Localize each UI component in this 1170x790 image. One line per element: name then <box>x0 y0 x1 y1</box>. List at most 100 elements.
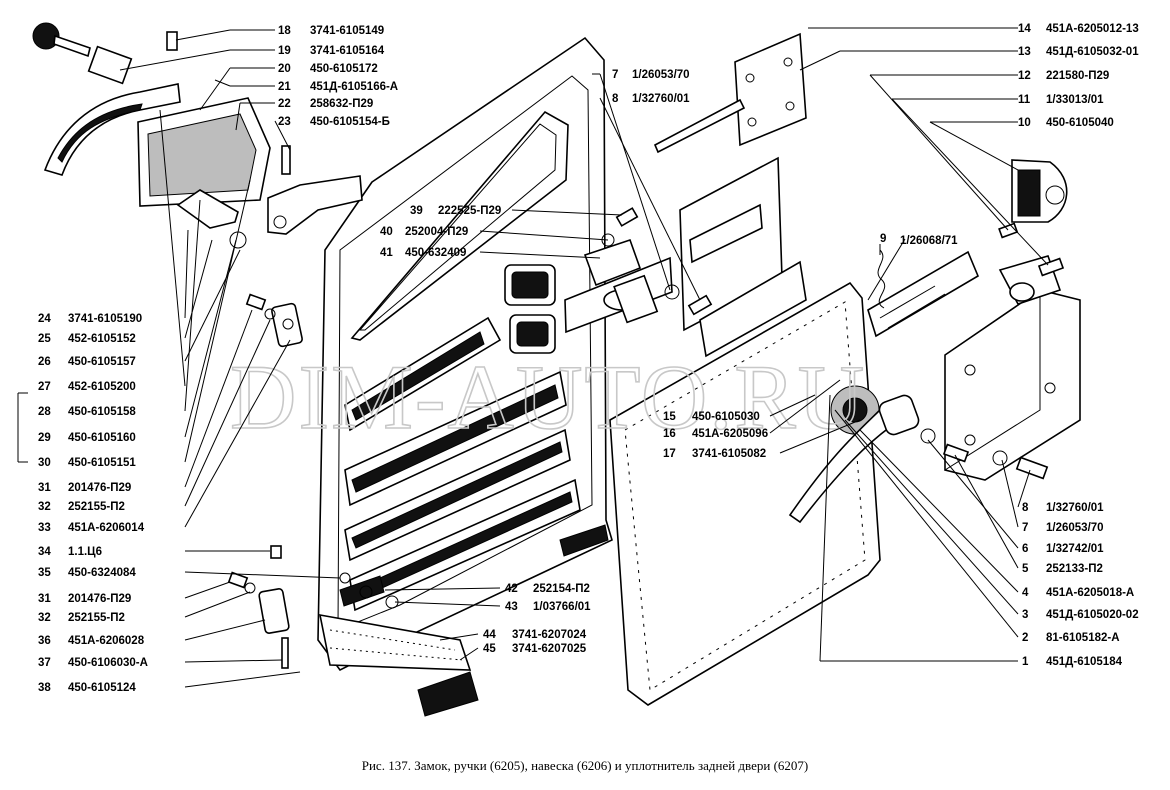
callout-number: 20 <box>278 63 291 75</box>
callout-part-code: 451Д-6105166-А <box>310 81 398 93</box>
callout-number: 6 <box>1022 543 1028 555</box>
callout-part-code: 451А-6206014 <box>68 522 145 534</box>
callout-part-code: 81-6105182-А <box>1046 632 1120 644</box>
callout-number: 32 <box>38 612 51 624</box>
callout-number: 35 <box>38 567 51 579</box>
callout-number: 37 <box>38 657 51 669</box>
callout-part-code: 201476-П29 <box>68 593 131 605</box>
callout-number: 8 <box>1022 502 1029 514</box>
callout-number: 29 <box>38 432 51 444</box>
outer-handle-assembly <box>32 22 271 249</box>
callout-number: 18 <box>278 25 291 37</box>
door-frame <box>267 36 613 672</box>
callout-part-code: 452-6105152 <box>68 333 136 345</box>
callout-number: 7 <box>1022 522 1028 534</box>
callout-part-code: 451Д-6105020-02 <box>1046 609 1139 621</box>
callout-number: 8 <box>612 93 619 105</box>
callout-number: 22 <box>278 98 291 110</box>
callout-number: 33 <box>38 522 51 534</box>
callout-part-code: 451А-6205012-13 <box>1046 23 1139 35</box>
callout-part-code: 1/32760/01 <box>632 93 690 105</box>
callout-part-code: 3741-6105164 <box>310 45 385 57</box>
callout-number: 11 <box>1018 94 1031 106</box>
callout-part-code: 450-632409 <box>405 247 466 259</box>
callout-number: 27 <box>38 381 51 393</box>
callout-part-code: 201476-П29 <box>68 482 131 494</box>
callout-part-code: 451А-6205096 <box>692 428 768 440</box>
callout-number: 42 <box>505 583 518 595</box>
callout-number: 31 <box>38 593 51 605</box>
callout-part-code: 450-6105030 <box>692 411 760 423</box>
callout-number: 3 <box>1022 609 1028 621</box>
callout-part-code: 1/03766/01 <box>533 601 591 613</box>
callout-number: 34 <box>38 546 51 558</box>
callout-number: 32 <box>38 501 51 513</box>
callout-part-code: 221580-П29 <box>1046 70 1109 82</box>
callout-number: 26 <box>38 356 51 368</box>
leader-lines <box>17 27 1049 688</box>
callout-part-code: 451А-6205018-А <box>1046 587 1134 599</box>
callout-part-code: 3741-6207024 <box>512 629 587 641</box>
callout-part-code: 222525-П29 <box>438 205 501 217</box>
callout-part-code: 1/32742/01 <box>1046 543 1104 555</box>
figure-caption: Рис. 137. Замок, ручки (6205), навеска (… <box>362 758 809 773</box>
callouts-left: 24 3741-6105190 25 452-6105152 26 450-61… <box>38 313 148 694</box>
callout-part-code: 252004-П29 <box>405 226 468 238</box>
callout-number: 21 <box>278 81 291 93</box>
callout-part-code: 450-6105172 <box>310 63 378 75</box>
callout-number: 15 <box>663 411 676 423</box>
callout-part-code: 450-6105160 <box>68 432 136 444</box>
callout-number: 23 <box>278 116 291 128</box>
callout-number: 2 <box>1022 632 1028 644</box>
callout-part-code: 252154-П2 <box>533 583 590 595</box>
callout-part-code: 450-6105158 <box>68 406 136 418</box>
callout-part-code: 3741-6105190 <box>68 313 142 325</box>
callout-number: 45 <box>483 643 496 655</box>
callout-part-code: 450-6105154-Б <box>310 116 390 128</box>
callout-number: 25 <box>38 333 51 345</box>
callout-number: 12 <box>1018 70 1031 82</box>
callout-number: 10 <box>1018 117 1031 129</box>
callout-part-code: 252155-П2 <box>68 501 125 513</box>
callout-part-code: 3741-6105082 <box>692 448 766 460</box>
callout-part-code: 1.1.Ц6 <box>68 546 102 558</box>
inner-door-panel <box>609 281 920 706</box>
callout-number: 17 <box>663 448 676 460</box>
callout-number: 1 <box>1022 656 1029 668</box>
callout-part-code: 450-6324084 <box>68 567 136 579</box>
callout-part-code: 450-6105124 <box>68 682 136 694</box>
callout-number: 39 <box>410 205 423 217</box>
callout-part-code: 451Д-6105184 <box>1046 656 1123 668</box>
callout-part-code: 450-6106030-А <box>68 657 148 669</box>
callout-number: 5 <box>1022 563 1029 575</box>
callout-number: 19 <box>278 45 291 57</box>
callout-number: 28 <box>38 406 51 418</box>
callout-part-code: 1/26053/70 <box>632 69 690 81</box>
callout-number: 9 <box>880 233 886 245</box>
callouts-right-top: 14 451А-6205012-13 13 451Д-6105032-01 12… <box>1018 23 1139 129</box>
callout-number: 4 <box>1022 587 1029 599</box>
callout-number: 7 <box>612 69 618 81</box>
callouts-left-top: 18 3741-6105149 19 3741-6105164 20 450-6… <box>278 25 398 128</box>
callout-number: 16 <box>663 428 676 440</box>
callout-part-code: 1/26053/70 <box>1046 522 1104 534</box>
callout-number: 36 <box>38 635 51 647</box>
callout-number: 14 <box>1018 23 1031 35</box>
watermark: DIM-AUTO.RU <box>230 346 866 448</box>
callout-part-code: 451Д-6105032-01 <box>1046 46 1139 58</box>
callout-part-code: 1/32760/01 <box>1046 502 1104 514</box>
callout-part-code: 3741-6105149 <box>310 25 384 37</box>
callout-number: 44 <box>483 629 496 641</box>
callout-part-code: 450-6105157 <box>68 356 136 368</box>
callout-number: 24 <box>38 313 51 325</box>
callout-number: 30 <box>38 457 51 469</box>
door-seal <box>318 524 609 717</box>
callout-part-code: 451А-6206028 <box>68 635 145 647</box>
callout-part-code: 258632-П29 <box>310 98 373 110</box>
callout-part-code: 450-6105151 <box>68 457 136 469</box>
callouts-right-bottom: 8 1/32760/01 7 1/26053/70 6 1/32742/01 5… <box>1022 502 1139 668</box>
callout-part-code: 3741-6207025 <box>512 643 587 655</box>
callout-part-code: 452-6105200 <box>68 381 136 393</box>
callout-number: 38 <box>38 682 51 694</box>
